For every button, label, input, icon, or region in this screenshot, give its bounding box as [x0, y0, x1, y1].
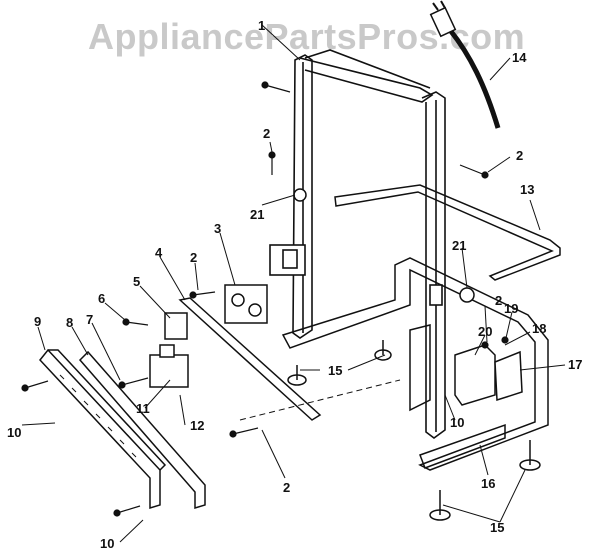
- callout-labels: 1 2 2 2 2 2 3 4 5 6 7 8 9 10 10 10 11 12…: [7, 18, 582, 551]
- callout-10: 10: [7, 425, 21, 440]
- callout-19: 19: [504, 301, 518, 316]
- callout-14: 14: [512, 50, 527, 65]
- callout-2: 2: [516, 148, 523, 163]
- callout-21: 21: [452, 238, 466, 253]
- valve-assembly: [224, 284, 268, 324]
- callout-5: 5: [133, 274, 140, 289]
- callout-1: 1: [258, 18, 265, 33]
- inner-rail: [178, 297, 322, 421]
- callout-2: 2: [495, 293, 502, 308]
- callout-2: 2: [283, 480, 290, 495]
- upper-rail: [334, 184, 561, 281]
- callout-7: 7: [86, 312, 93, 327]
- lower-bracket-frame: [281, 257, 549, 471]
- callout-17: 17: [568, 357, 582, 372]
- callout-2: 2: [190, 250, 197, 265]
- callout-21: 21: [250, 207, 264, 222]
- callout-10: 10: [450, 415, 464, 430]
- callout-6: 6: [98, 291, 105, 306]
- leader-lines: [21, 24, 566, 543]
- callout-12: 12: [190, 418, 204, 433]
- callout-9: 9: [34, 314, 41, 329]
- callout-18: 18: [532, 321, 546, 336]
- callout-4: 4: [155, 245, 163, 260]
- callout-3: 3: [214, 221, 221, 236]
- callout-15: 15: [490, 520, 504, 535]
- power-cord: [429, 0, 501, 129]
- reference-dash-line: [239, 379, 401, 421]
- callout-16: 16: [481, 476, 495, 491]
- screws: [21, 81, 509, 517]
- switch-assembly: [149, 344, 189, 388]
- control-panel-rail: [39, 348, 206, 510]
- callout-2: 2: [263, 126, 270, 141]
- callout-20: 20: [478, 324, 492, 339]
- clips: [293, 188, 475, 303]
- hinge-plate: [494, 350, 523, 402]
- callout-13: 13: [520, 182, 534, 197]
- callout-10: 10: [100, 536, 114, 551]
- callout-8: 8: [66, 315, 73, 330]
- callout-15: 15: [328, 363, 342, 378]
- switch-bracket: [164, 312, 188, 340]
- callout-11: 11: [136, 401, 150, 416]
- leveling-legs: [287, 340, 541, 521]
